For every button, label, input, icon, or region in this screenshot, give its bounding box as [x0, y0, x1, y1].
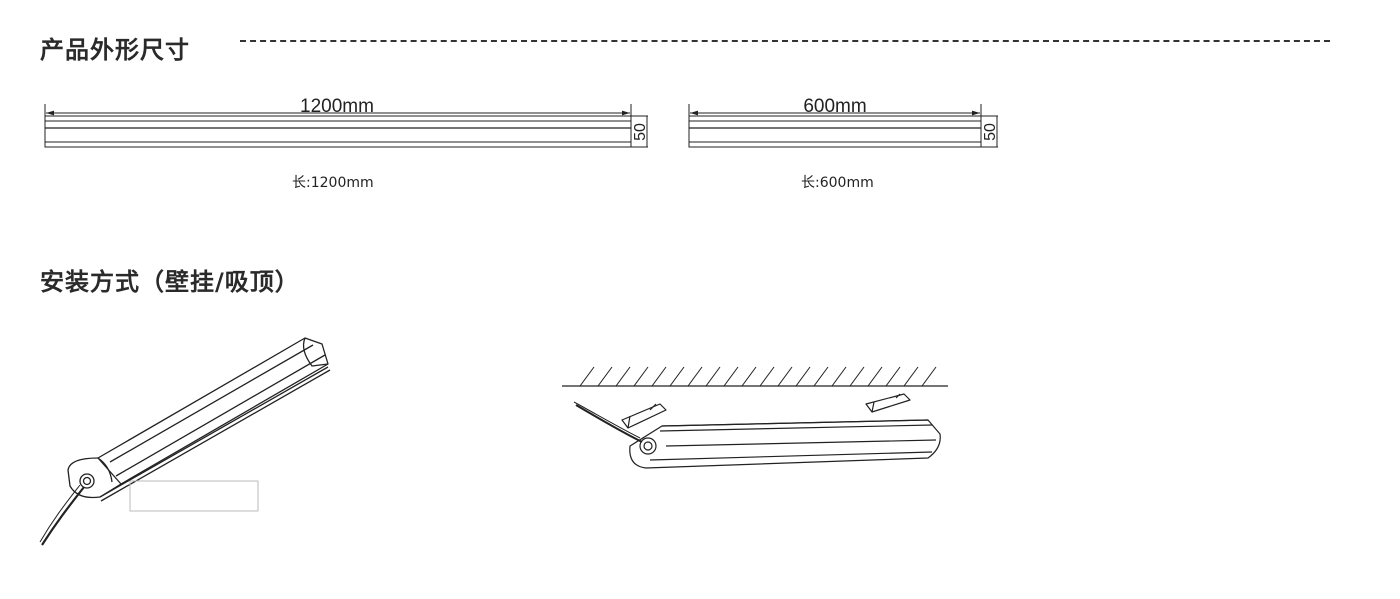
length-dimension-600: 600mm	[803, 96, 866, 117]
length-caption-600: 长:600mm	[801, 175, 874, 191]
height-dimension-1200: 50	[632, 123, 649, 141]
wall-mount-illustration	[39, 337, 331, 546]
dimension-drawings: 1200mm 50 600mm 50	[44, 96, 999, 148]
fixture-1200-drawing: 1200mm 50	[44, 96, 649, 148]
length-caption-1200: 长:1200mm	[292, 175, 374, 191]
fixture-600-drawing: 600mm 50	[688, 96, 999, 148]
section-title-installation: 安装方式（壁挂/吸顶）	[40, 268, 300, 296]
ceiling-mount-illustration	[562, 366, 948, 469]
dashed-divider	[240, 40, 1330, 42]
length-dimension-1200: 1200mm	[300, 96, 374, 117]
height-dimension-600: 50	[982, 123, 999, 141]
section-title-dimensions: 产品外形尺寸	[40, 36, 190, 64]
